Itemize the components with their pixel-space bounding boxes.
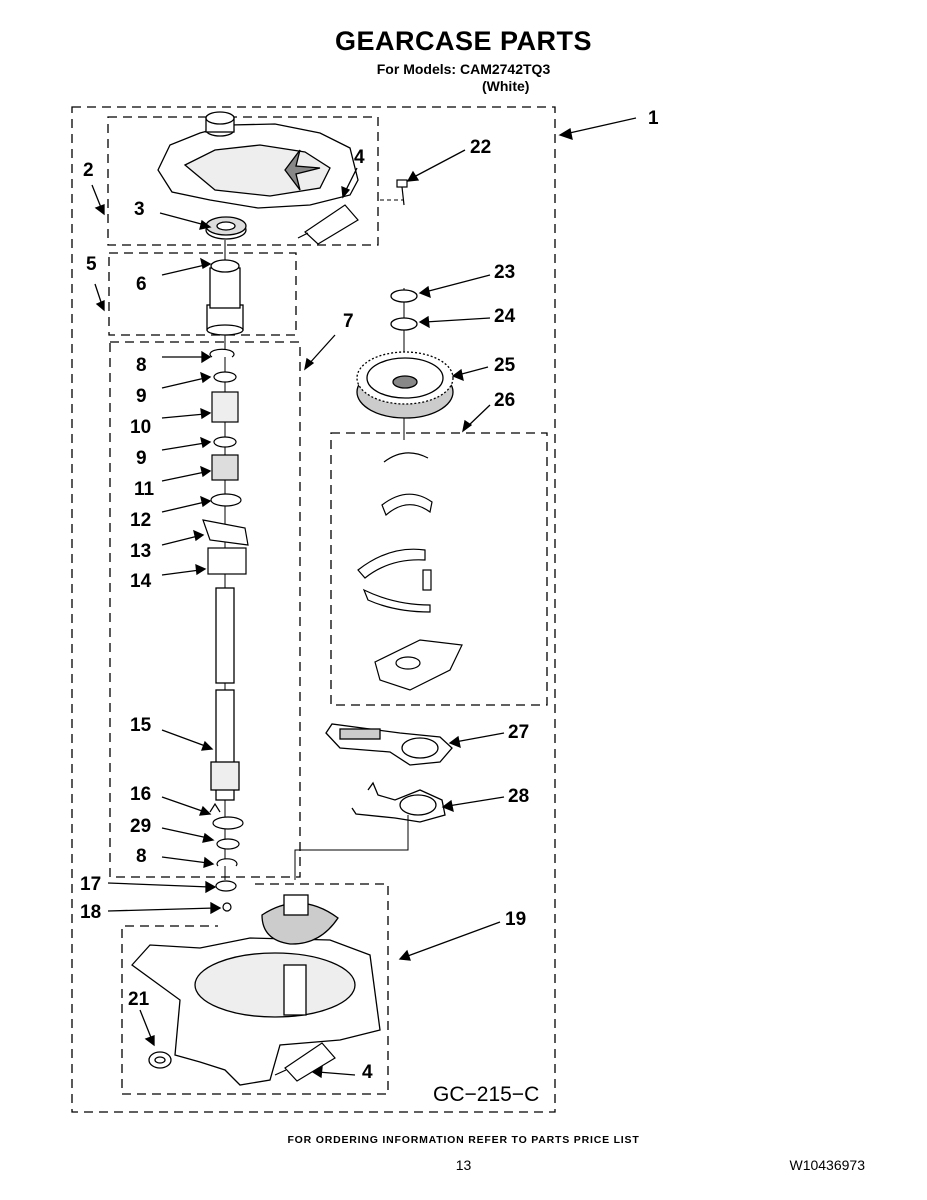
shift-lever-part — [325, 723, 453, 766]
callout-arrows — [91, 117, 637, 1079]
group-7-boundary — [109, 341, 301, 878]
drive-gear-part — [356, 351, 454, 419]
callout-27: 27 — [508, 722, 529, 743]
callout-28: 28 — [508, 786, 529, 807]
ordering-note: FOR ORDERING INFORMATION REFER TO PARTS … — [287, 1134, 640, 1146]
callout-4-bottom: 4 — [362, 1062, 373, 1083]
shaft-components — [202, 348, 249, 575]
page-number: 13 — [455, 1157, 472, 1173]
gearcase-cover-part — [157, 111, 359, 209]
seal-part — [205, 216, 247, 240]
callout-9-top: 9 — [136, 386, 147, 407]
callout-labels: 1 2 3 4 5 6 7 8 9 10 9 11 12 13 14 15 16… — [80, 108, 659, 1083]
callout-16: 16 — [130, 784, 151, 805]
lower-shaft-components — [209, 802, 244, 912]
callout-17: 17 — [80, 874, 101, 895]
screw-part — [396, 179, 408, 206]
callout-25: 25 — [494, 355, 516, 376]
callout-4-top: 4 — [354, 147, 365, 168]
callout-21: 21 — [128, 989, 150, 1010]
callout-8-top: 8 — [136, 355, 147, 376]
callout-14: 14 — [130, 571, 152, 592]
grease-tube-part — [297, 204, 359, 245]
group-26-boundary — [330, 432, 548, 706]
group-2-boundary — [107, 116, 379, 246]
gearcase-housing-part — [131, 894, 381, 1086]
callout-15: 15 — [130, 715, 152, 736]
shift-assembly-part — [357, 452, 463, 691]
drive-shaft-part — [210, 587, 240, 801]
callout-9-bottom: 9 — [136, 448, 147, 469]
callout-11: 11 — [134, 479, 155, 500]
assembly-1-boundary — [71, 106, 556, 1113]
callout-8-bottom: 8 — [136, 846, 147, 867]
document-number: W10436973 — [789, 1157, 865, 1173]
callout-22: 22 — [470, 137, 491, 158]
callout-2: 2 — [83, 160, 94, 181]
group-19-boundary — [121, 883, 389, 1095]
callout-29: 29 — [130, 816, 151, 837]
callout-3: 3 — [134, 199, 145, 220]
callout-24: 24 — [494, 306, 516, 327]
page-title: GEARCASE PARTS — [334, 26, 593, 56]
callout-5: 5 — [86, 254, 97, 275]
color-line: (White) — [482, 78, 530, 94]
grease-tube-part — [274, 1042, 336, 1082]
diagram-code: GC−215−C — [433, 1083, 539, 1106]
callout-13: 13 — [130, 541, 151, 562]
callout-26: 26 — [494, 390, 515, 411]
callout-7: 7 — [343, 311, 354, 332]
callout-10: 10 — [130, 417, 151, 438]
callout-12: 12 — [130, 510, 151, 531]
callout-1: 1 — [648, 108, 659, 129]
callout-18: 18 — [80, 902, 101, 923]
pinion-part — [206, 259, 244, 336]
callout-19: 19 — [505, 909, 526, 930]
connector-line — [294, 815, 409, 880]
models-line: For Models: CAM2742TQ3 — [376, 61, 551, 77]
callout-23: 23 — [494, 262, 515, 283]
group-5-boundary — [108, 252, 297, 336]
callout-6: 6 — [136, 274, 147, 295]
retaining-rings — [390, 289, 418, 331]
brake-spring-part — [351, 781, 446, 823]
